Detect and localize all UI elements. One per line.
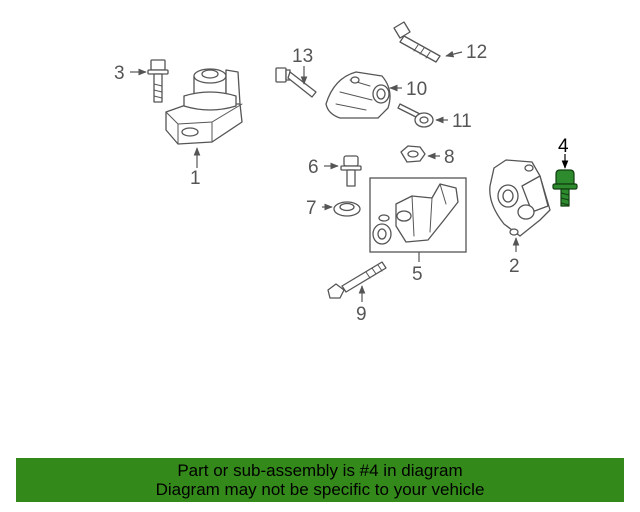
part-9-bolt[interactable] bbox=[327, 261, 387, 299]
part-4-bolt-highlighted[interactable] bbox=[552, 169, 578, 207]
part-7-washer[interactable] bbox=[333, 201, 361, 217]
callout-3[interactable]: 3 bbox=[114, 63, 125, 84]
parts-diagram: 1 3 13 10 12 11 bbox=[114, 21, 578, 325]
callout-10[interactable]: 10 bbox=[406, 79, 427, 100]
banner-line-2: Diagram may not be specific to your vehi… bbox=[155, 480, 485, 499]
part-10-mount[interactable] bbox=[325, 71, 391, 119]
callout-9[interactable]: 9 bbox=[356, 304, 367, 325]
callout-6[interactable]: 6 bbox=[308, 157, 319, 178]
callout-2[interactable]: 2 bbox=[509, 256, 520, 277]
callout-12[interactable]: 12 bbox=[466, 42, 487, 63]
part-3-bolt[interactable] bbox=[147, 59, 169, 103]
callout-13[interactable]: 13 bbox=[292, 46, 313, 67]
part-5-assembly[interactable] bbox=[369, 177, 467, 253]
callout-8[interactable]: 8 bbox=[444, 147, 455, 168]
part-2-mount[interactable] bbox=[489, 159, 551, 237]
callout-4[interactable]: 4 bbox=[558, 136, 569, 157]
callout-1[interactable]: 1 bbox=[190, 168, 201, 189]
callout-7[interactable]: 7 bbox=[306, 198, 317, 219]
callout-11[interactable]: 11 bbox=[452, 111, 472, 132]
part-6-bolt[interactable] bbox=[340, 155, 362, 187]
part-13-bolt[interactable] bbox=[275, 67, 317, 98]
callout-5[interactable]: 5 bbox=[412, 264, 423, 285]
part-11-bolt[interactable] bbox=[397, 103, 434, 128]
part-8-nut[interactable] bbox=[400, 145, 426, 163]
leader-12 bbox=[445, 50, 463, 58]
part-1-engine-mount[interactable] bbox=[165, 68, 243, 145]
part-12-bolt[interactable] bbox=[393, 21, 441, 63]
info-banner: Part or sub-assembly is #4 in diagram Di… bbox=[16, 458, 624, 502]
banner-line-1: Part or sub-assembly is #4 in diagram bbox=[177, 461, 463, 480]
